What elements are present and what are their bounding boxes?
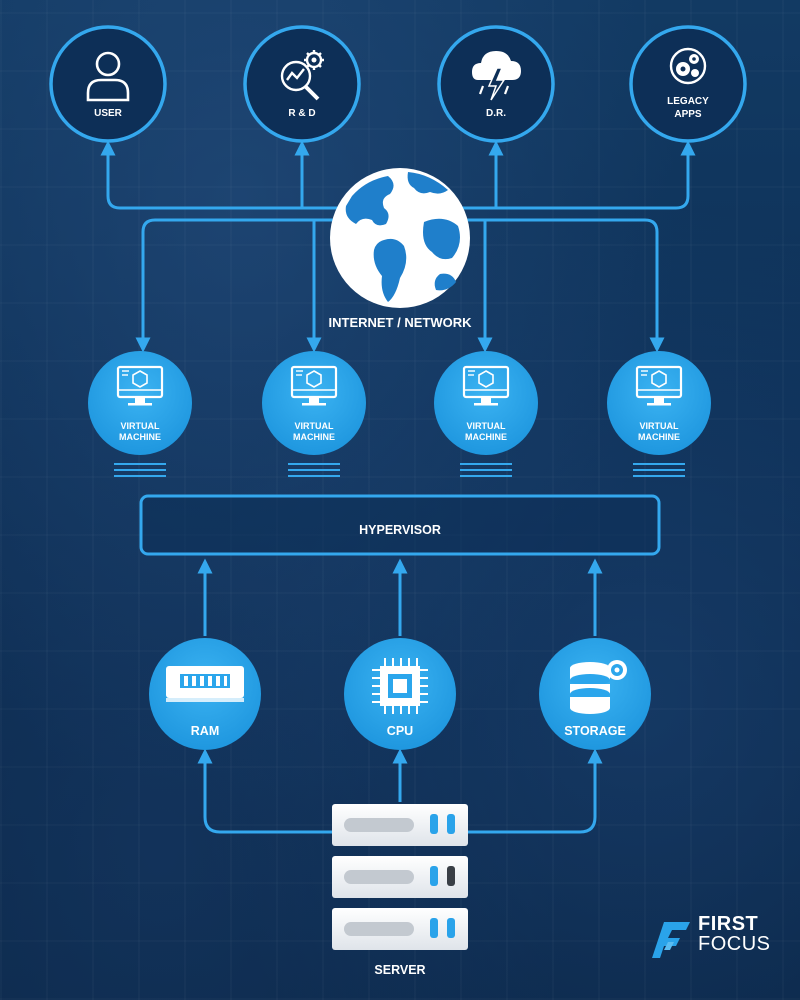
monitor-cube-icon: [290, 365, 338, 406]
node-user-label: USER: [94, 108, 123, 119]
first-focus-brand: FIRST FOCUS: [658, 914, 778, 964]
monitor-cube-icon: [635, 365, 683, 406]
cpu-label: CPU: [387, 724, 413, 738]
memory-module-icon: [166, 666, 244, 702]
server-label: SERVER: [374, 963, 425, 977]
resource-connectors: [197, 558, 603, 636]
virtual-machine-label-line1: VIRTUAL: [640, 421, 679, 431]
chip-icon: [372, 658, 428, 714]
hypervisor-label: HYPERVISOR: [359, 523, 441, 537]
node-dr-label: D.R.: [486, 108, 506, 119]
virtual-machines: VIRTUALMACHINEVIRTUALMACHINEVIRTUALMACHI…: [88, 351, 711, 477]
virtual-machine-label-line2: MACHINE: [119, 432, 161, 442]
person-icon: [86, 51, 130, 102]
arrow-server-to-ram: [197, 748, 332, 834]
ram-label: RAM: [191, 724, 219, 738]
node-ram: RAM: [149, 638, 261, 750]
node-user: USER: [49, 25, 167, 143]
globe-icon: [345, 172, 460, 302]
node-legacy-label-line1: LEGACY: [667, 96, 709, 107]
node-storage: STORAGE: [539, 638, 651, 750]
node-legacy-apps: LEGACY APPS: [629, 25, 747, 143]
virtual-machine-label-line1: VIRTUAL: [121, 421, 160, 431]
network-node: INTERNET / NETWORK: [329, 168, 473, 330]
node-rd-label: R & D: [288, 108, 315, 119]
server-rack-icon: [332, 804, 468, 950]
node-rd: R & D: [243, 25, 361, 143]
database-gear-icon: [570, 660, 627, 714]
first-focus-logo-mark: [652, 922, 690, 958]
hypervisor: HYPERVISOR: [139, 494, 661, 556]
server-connectors: [197, 748, 603, 834]
research-gear-icon: [280, 50, 324, 101]
monitor-cube-icon: [462, 365, 510, 406]
node-cpu: CPU: [344, 638, 456, 750]
virtual-machine-label-line1: VIRTUAL: [295, 421, 334, 431]
virtual-machine-label-line1: VIRTUAL: [467, 421, 506, 431]
arrow-server-to-storage: [468, 748, 603, 834]
monitor-cube-icon: [116, 365, 164, 406]
virtual-machine-label-line2: MACHINE: [638, 432, 680, 442]
virtual-machine-label-line2: MACHINE: [465, 432, 507, 442]
node-dr: D.R.: [437, 25, 555, 143]
gears-icon: [669, 47, 707, 85]
virtual-machine-label-line2: MACHINE: [293, 432, 335, 442]
server: SERVER: [332, 804, 468, 977]
storm-cloud-icon: [472, 51, 521, 101]
node-legacy-label-line2: APPS: [674, 109, 702, 120]
brand-line1: FIRST: [698, 913, 759, 935]
brand-line2: FOCUS: [698, 933, 771, 955]
brand-wordmark: FIRST FOCUS: [698, 914, 771, 954]
network-label: INTERNET / NETWORK: [329, 315, 473, 330]
storage-label: STORAGE: [564, 724, 626, 738]
